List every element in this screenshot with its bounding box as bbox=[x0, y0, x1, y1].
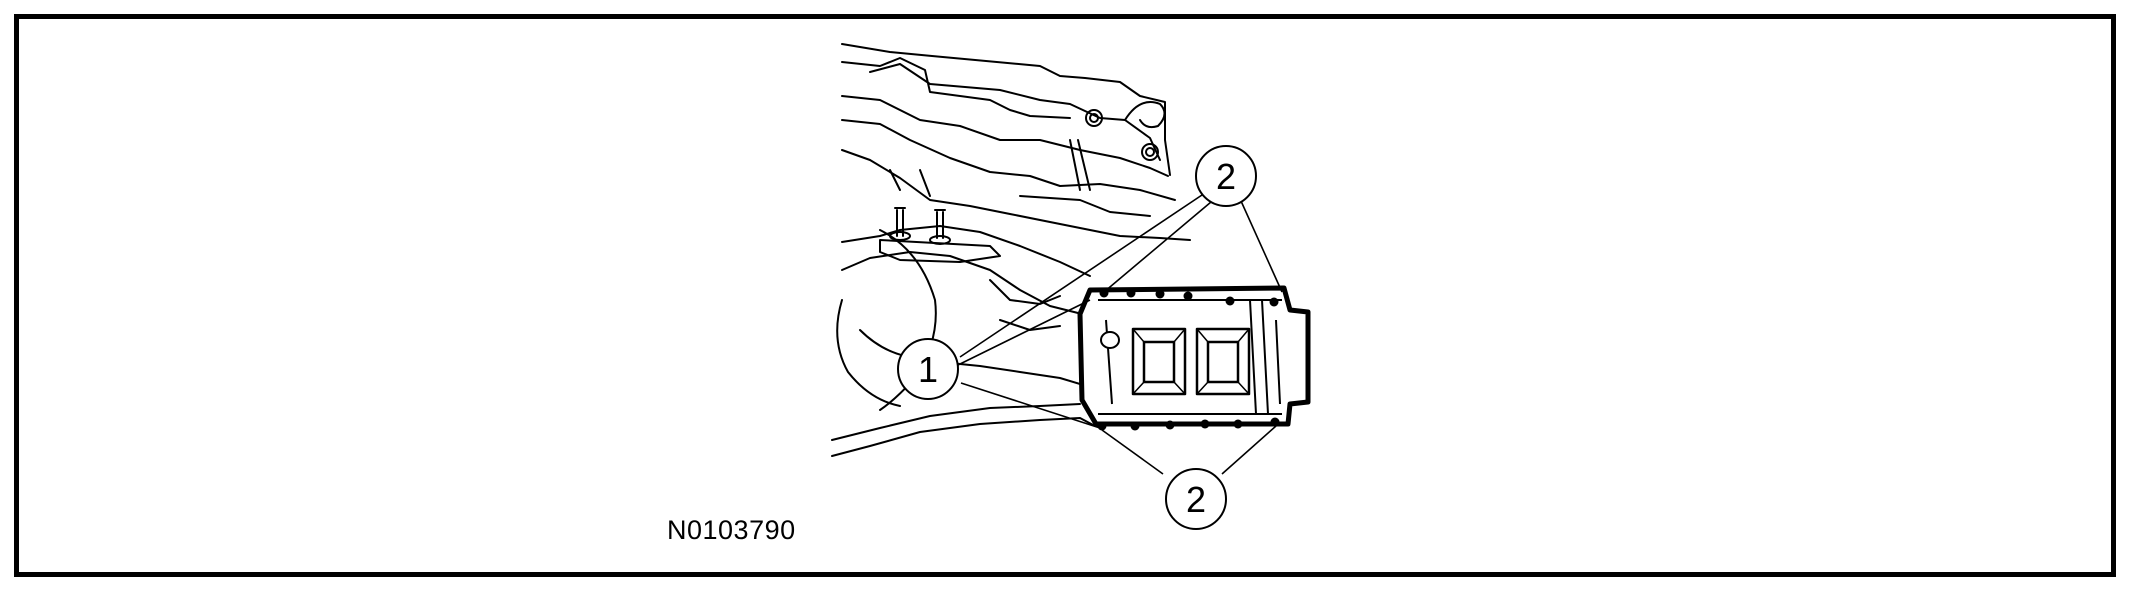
fastener-b-inner bbox=[1145, 147, 1155, 157]
wheel-arch bbox=[836, 299, 901, 407]
shield-fasteners bbox=[1097, 288, 1280, 431]
crossmember bbox=[841, 225, 1091, 277]
bottom-skid-line-2 bbox=[831, 403, 1081, 441]
skid-shield bbox=[1077, 285, 1311, 427]
leader-lines bbox=[957, 192, 1283, 475]
stud-right bbox=[934, 209, 946, 239]
rib-b bbox=[1019, 195, 1151, 217]
mid-rail bbox=[841, 119, 1176, 201]
upper-frame-outline bbox=[841, 43, 1171, 176]
callout-1: 1 bbox=[897, 338, 959, 400]
figure-frame bbox=[14, 14, 2116, 577]
mount-boss-left bbox=[889, 231, 911, 241]
fastener-b bbox=[1141, 143, 1159, 161]
mount-bracket bbox=[879, 239, 1001, 263]
bottom-skid-line bbox=[831, 417, 1096, 457]
fastener-a-inner bbox=[1089, 113, 1099, 123]
callout-2-top-label: 2 bbox=[1216, 156, 1236, 197]
callout-2-top: 2 bbox=[1195, 145, 1257, 207]
callout-2-bottom-label: 2 bbox=[1186, 479, 1206, 520]
figure-code: N0103790 bbox=[667, 515, 796, 545]
rib-a bbox=[889, 169, 931, 197]
callout-2-bottom: 2 bbox=[1165, 468, 1227, 530]
upper-rail bbox=[841, 95, 1169, 177]
upper-frame-lip bbox=[841, 57, 1071, 119]
crossmember-lower bbox=[841, 251, 1091, 317]
callout-1-label: 1 bbox=[918, 349, 938, 390]
hook-bracket bbox=[1124, 101, 1166, 129]
bracket-plate bbox=[869, 63, 1161, 161]
subframe-curve bbox=[879, 229, 937, 411]
strut-left bbox=[1069, 139, 1091, 191]
fastener-a bbox=[1085, 109, 1103, 127]
rib-c bbox=[989, 279, 1061, 305]
